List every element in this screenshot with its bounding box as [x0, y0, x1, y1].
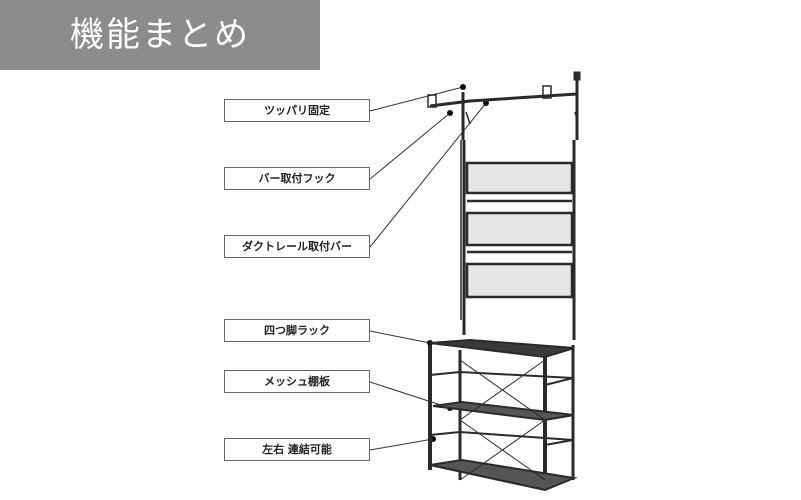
page-title: 機能まとめ [70, 15, 250, 55]
label-four-leg-rack: 四つ脚ラック [224, 319, 370, 342]
upper-poles [460, 140, 576, 340]
label-connectable: 左右 連結可能 [224, 438, 370, 461]
leader-lines [369, 86, 487, 451]
label-tension-fix: ツッパリ固定 [224, 99, 370, 122]
label-mesh-shelf: メッシュ棚板 [224, 370, 370, 393]
label-bar-hook: バー取付フック [224, 167, 370, 190]
top-bar [427, 71, 581, 140]
label-duct-rail-bar: ダクトレール取付バー [224, 235, 370, 258]
title-banner [0, 0, 320, 70]
mesh-panels [465, 161, 574, 299]
lower-rack [428, 338, 578, 492]
